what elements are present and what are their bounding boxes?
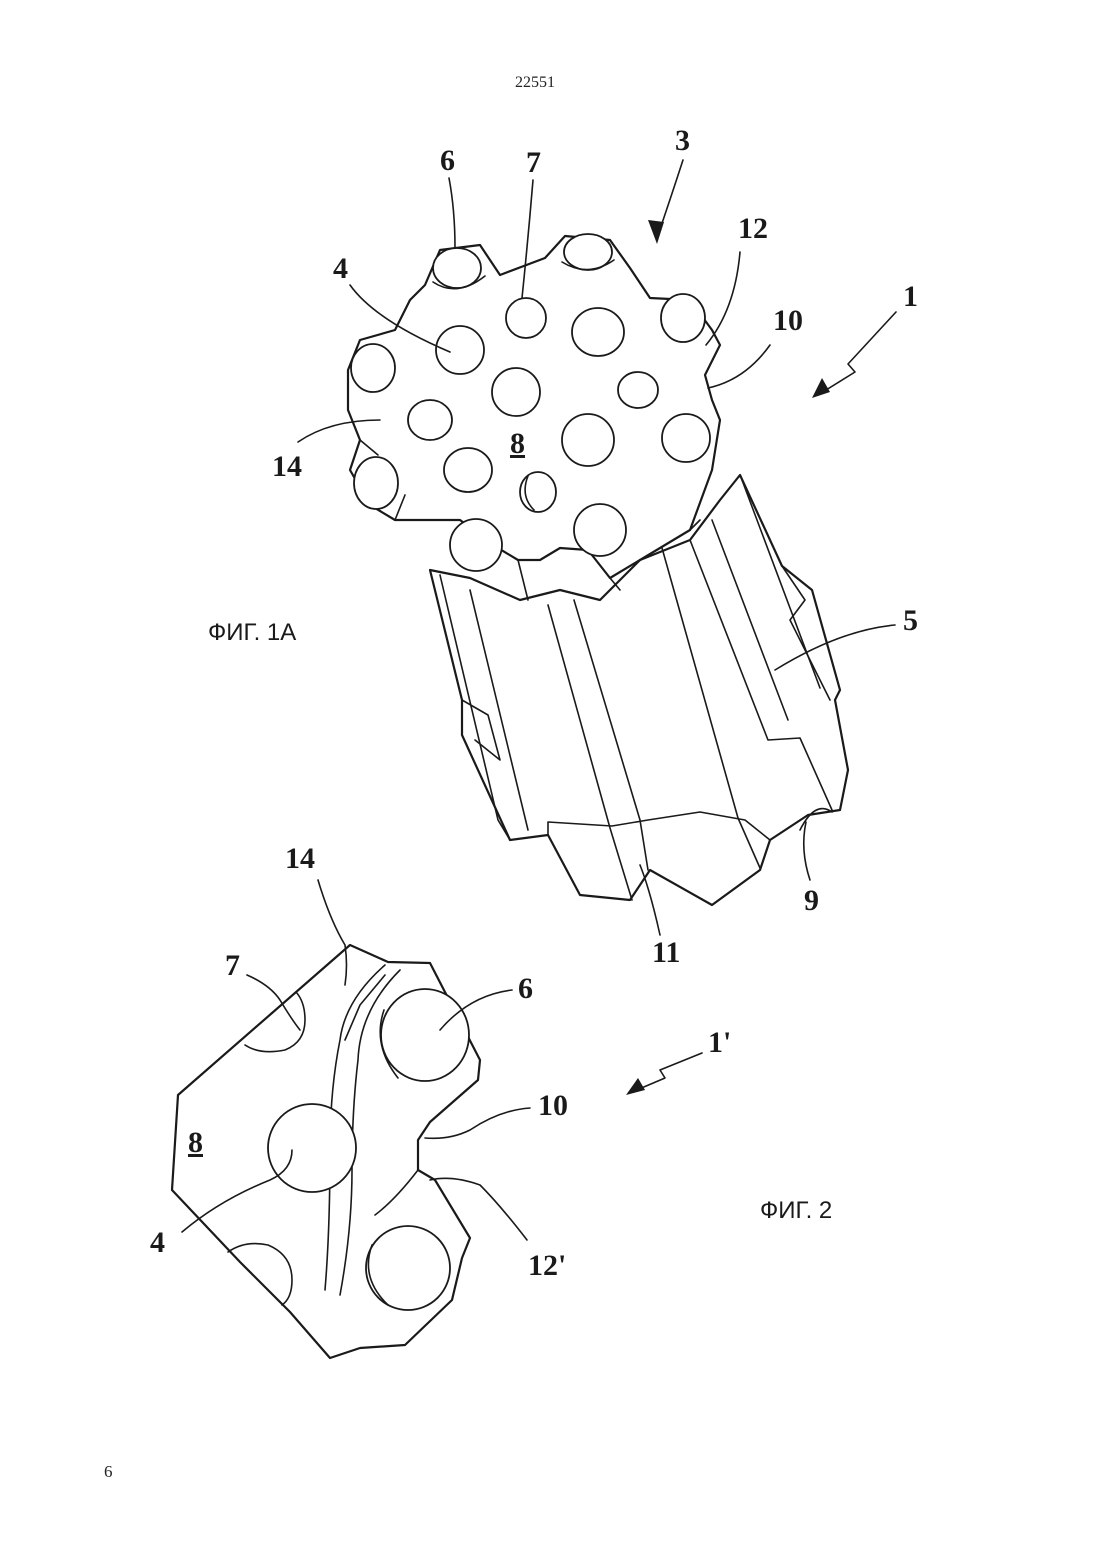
gauge-button [662, 414, 710, 462]
arrow-head-1prime [626, 1078, 645, 1095]
label-1: 1 [903, 280, 918, 313]
label-12prime: 12' [528, 1249, 566, 1282]
label-10-fig2: 10 [538, 1089, 568, 1122]
partial-button-bottom [228, 1244, 292, 1305]
label-6-fig2: 6 [518, 972, 533, 1005]
leader-12prime [430, 1178, 527, 1240]
figure-1a-caption: ФИГ. 1А [208, 619, 296, 646]
skirt-groove-6 [690, 540, 832, 810]
label-8: 8 [510, 427, 525, 460]
label-14: 14 [272, 450, 302, 483]
gauge-button [354, 457, 398, 509]
label-4-fig2: 4 [150, 1226, 165, 1259]
front-button [268, 1104, 356, 1192]
leader-7-fig2 [247, 975, 300, 1030]
gauge-button [351, 344, 395, 392]
gauge-button [381, 989, 469, 1081]
leader-12 [706, 252, 740, 345]
leader-7 [522, 180, 533, 298]
gauge-button [661, 294, 705, 342]
front-button [444, 448, 492, 492]
front-button [492, 368, 540, 416]
label-11: 11 [652, 936, 680, 969]
leader-11 [640, 865, 660, 935]
label-14-fig2: 14 [285, 842, 315, 875]
front-button [618, 372, 658, 408]
front-button [408, 400, 452, 440]
arrow-head-1 [812, 378, 830, 398]
gauge-button [366, 1226, 450, 1310]
partial-button-top [245, 992, 305, 1052]
leader-14 [298, 420, 380, 442]
label-7-fig2: 7 [225, 949, 240, 982]
page-number: 6 [104, 1462, 113, 1482]
leader-5 [775, 625, 895, 670]
label-12: 12 [738, 212, 768, 245]
front-button [562, 414, 614, 466]
gauge-button [574, 504, 626, 556]
label-9: 9 [804, 884, 819, 917]
label-3: 3 [675, 124, 690, 157]
front-button [572, 308, 624, 356]
label-10: 10 [773, 304, 803, 337]
figure-2-caption: ФИГ. 2 [760, 1197, 832, 1224]
leader-1-arrow [818, 312, 896, 395]
label-6: 6 [440, 144, 455, 177]
face-edge-arc-third [375, 1170, 418, 1215]
label-4: 4 [333, 252, 348, 285]
flush-hole [506, 298, 546, 338]
figure-2-drawing: 14 7 6 1' 10 8 4 12' ФИГ. 2 [150, 842, 832, 1358]
label-1prime: 1' [708, 1026, 731, 1059]
label-8-fig2: 8 [188, 1126, 203, 1159]
leader-6 [449, 178, 455, 248]
gauge-button [433, 248, 481, 288]
arrow-head-3 [648, 220, 664, 244]
skirt-groove-7 [712, 520, 788, 720]
label-5: 5 [903, 604, 918, 637]
label-7: 7 [526, 146, 541, 179]
leader-9 [804, 822, 810, 880]
front-button [436, 326, 484, 374]
gauge-button [450, 519, 502, 571]
